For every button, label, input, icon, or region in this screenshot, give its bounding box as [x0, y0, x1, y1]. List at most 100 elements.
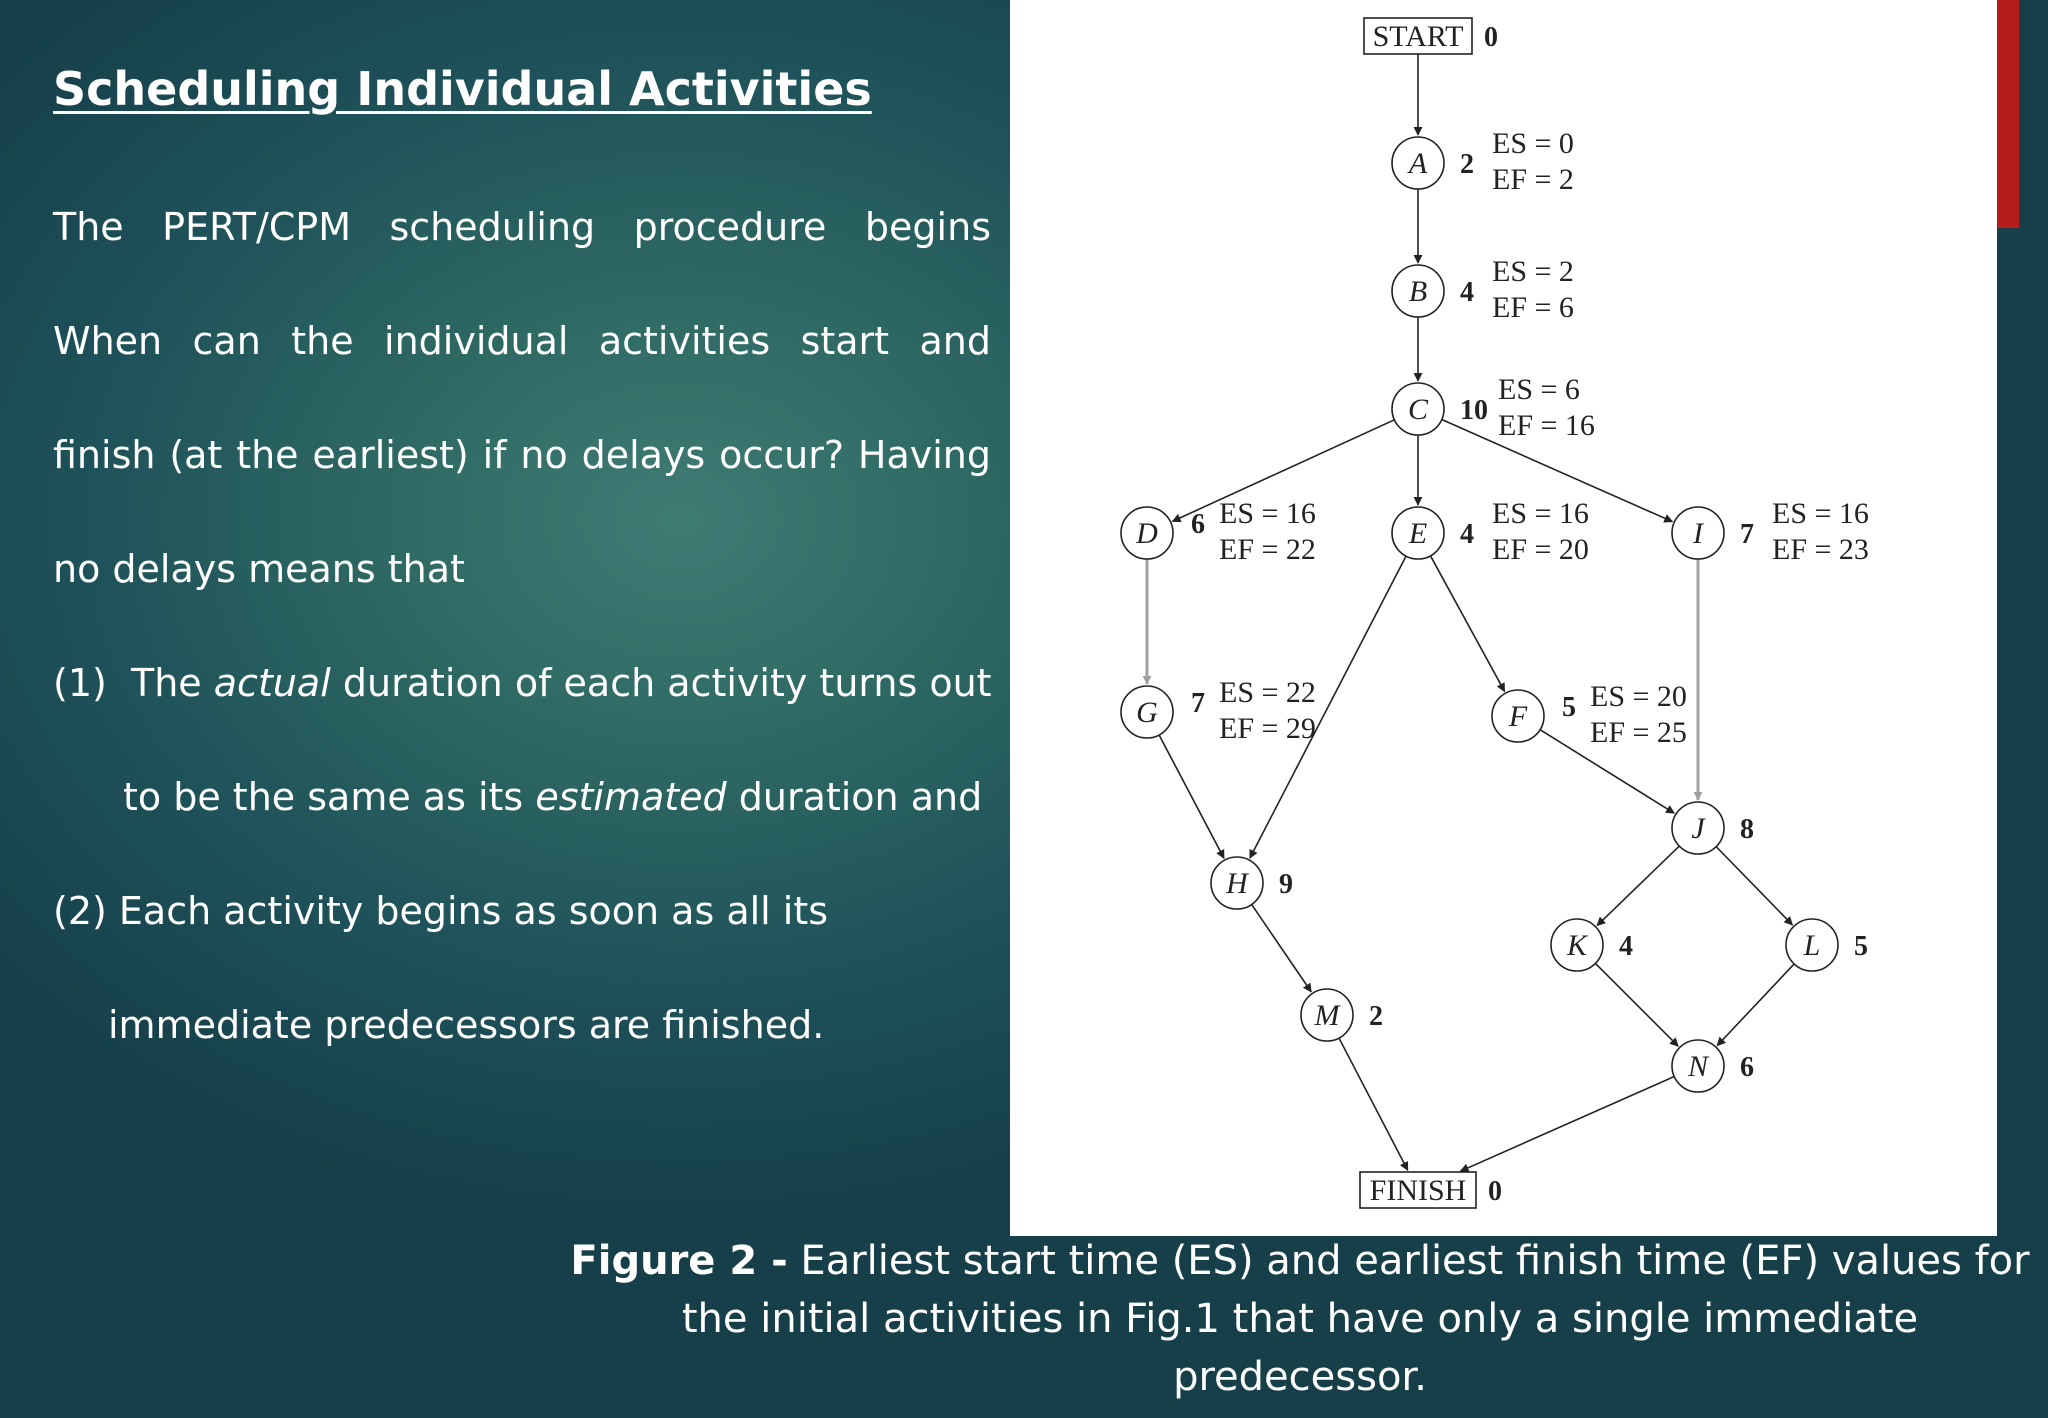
edge-N-FINISH: [1459, 1075, 1675, 1173]
es-value-C: ES = 6: [1498, 373, 1580, 406]
list-item-2: (2) Each activity begins as soon as all …: [53, 889, 829, 933]
edge-M-FINISH: [1338, 1037, 1409, 1172]
ef-value-I: EF = 23: [1772, 533, 1869, 566]
edge-E-H: [1249, 555, 1407, 859]
duration-C: 10: [1460, 395, 1488, 426]
node-J: [1671, 801, 1725, 855]
edge-K-N: [1594, 962, 1679, 1047]
paragraph-line: no delays means that: [53, 547, 465, 591]
node-E: [1391, 506, 1445, 560]
caption-label: Figure 2 -: [570, 1238, 788, 1284]
duration-J: 8: [1740, 814, 1754, 845]
duration-D: 6: [1191, 509, 1205, 540]
ef-value-A: EF = 2: [1492, 163, 1574, 196]
node-label-I: I: [1692, 517, 1705, 550]
figure-caption: Figure 2 - Earliest start time (ES) and …: [560, 1232, 2040, 1406]
duration-N: 6: [1740, 1052, 1754, 1083]
es-value-A: ES = 0: [1492, 127, 1574, 160]
list-item-1-continued: to be the same as its estimated duration…: [53, 740, 991, 854]
paragraph-line: The PERT/CPM scheduling procedure begins: [53, 205, 991, 249]
ef-value-G: EF = 29: [1219, 712, 1316, 745]
es-value-F: ES = 20: [1590, 680, 1687, 713]
node-B: [1391, 264, 1445, 318]
node-N: [1671, 1039, 1725, 1093]
node-label-B: B: [1409, 275, 1427, 308]
node-label-L: L: [1803, 929, 1821, 962]
node-I: [1671, 506, 1725, 560]
node-label-D: D: [1135, 517, 1158, 550]
es-value-I: ES = 16: [1772, 497, 1869, 530]
edge-H-M: [1250, 904, 1312, 993]
emphasis-estimated: estimated: [535, 775, 727, 819]
list-item-1: (1) The actual duration of each activity…: [53, 626, 992, 740]
start-label: START: [1373, 20, 1464, 53]
edge-F-J: [1539, 729, 1675, 814]
duration-M: 2: [1369, 1001, 1383, 1032]
edge-J-K: [1596, 845, 1680, 927]
duration-I: 7: [1740, 519, 1754, 550]
node-label-E: E: [1408, 517, 1427, 550]
item-text: duration and: [726, 775, 983, 819]
body-text: The PERT/CPM scheduling procedure begins…: [53, 170, 992, 1082]
emphasis-actual: actual: [213, 661, 331, 705]
node-label-C: C: [1408, 393, 1429, 426]
edge-E-F: [1429, 555, 1506, 693]
node-label-N: N: [1687, 1050, 1710, 1083]
duration-K: 4: [1619, 931, 1633, 962]
es-value-E: ES = 16: [1492, 497, 1589, 530]
node-C: [1391, 382, 1445, 436]
caption-text: Earliest start time (ES) and earliest fi…: [681, 1238, 2030, 1400]
item-text: to be the same as its: [123, 775, 536, 819]
node-G: [1120, 685, 1174, 739]
node-label-H: H: [1225, 867, 1250, 900]
finish-duration: 0: [1488, 1176, 1502, 1207]
duration-L: 5: [1854, 931, 1868, 962]
edge-C-I: [1441, 418, 1674, 523]
node-F: [1491, 689, 1545, 743]
node-L: [1785, 918, 1839, 972]
list-marker: (1): [53, 661, 107, 705]
list-item-2-continued: immediate predecessors are finished.: [108, 1003, 825, 1047]
ef-value-E: EF = 20: [1492, 533, 1589, 566]
node-K: [1550, 918, 1604, 972]
node-label-F: F: [1508, 700, 1528, 733]
node-H: [1210, 856, 1264, 910]
node-A: [1391, 136, 1445, 190]
node-label-J: J: [1691, 812, 1706, 845]
item-text: duration of each activity turns out: [330, 661, 992, 705]
paragraph-line: finish (at the earliest) if no delays oc…: [53, 433, 991, 477]
finish-label: FINISH: [1370, 1174, 1467, 1207]
duration-B: 4: [1460, 277, 1474, 308]
ef-value-D: EF = 22: [1219, 533, 1316, 566]
node-label-A: A: [1407, 147, 1428, 180]
ef-value-F: EF = 25: [1590, 716, 1687, 749]
node-label-K: K: [1566, 929, 1589, 962]
slide-title: Scheduling Individual Activities: [53, 62, 872, 116]
node-label-G: G: [1136, 696, 1158, 729]
duration-F: 5: [1562, 692, 1576, 723]
ef-value-C: EF = 16: [1498, 409, 1595, 442]
node-label-M: M: [1314, 999, 1342, 1032]
duration-A: 2: [1460, 149, 1474, 180]
start-duration: 0: [1484, 22, 1498, 53]
edge-C-D: [1171, 419, 1395, 523]
intro-paragraph: The PERT/CPM scheduling procedure begins…: [53, 170, 991, 626]
paragraph-line: When can the individual activities start…: [53, 319, 991, 363]
es-value-G: ES = 22: [1219, 676, 1316, 709]
duration-H: 9: [1279, 869, 1293, 900]
edge-G-H: [1158, 734, 1225, 860]
duration-G: 7: [1191, 688, 1205, 719]
duration-E: 4: [1460, 519, 1474, 550]
red-accent-bar: [1997, 0, 2019, 228]
node-D: [1120, 506, 1174, 560]
ef-value-B: EF = 6: [1492, 291, 1574, 324]
edge-L-N: [1716, 963, 1795, 1047]
node-M: [1300, 988, 1354, 1042]
finish-box: [1359, 1171, 1477, 1209]
edge-J-L: [1715, 846, 1794, 926]
start-box: [1363, 17, 1473, 55]
es-value-D: ES = 16: [1219, 497, 1316, 530]
es-value-B: ES = 2: [1492, 255, 1574, 288]
